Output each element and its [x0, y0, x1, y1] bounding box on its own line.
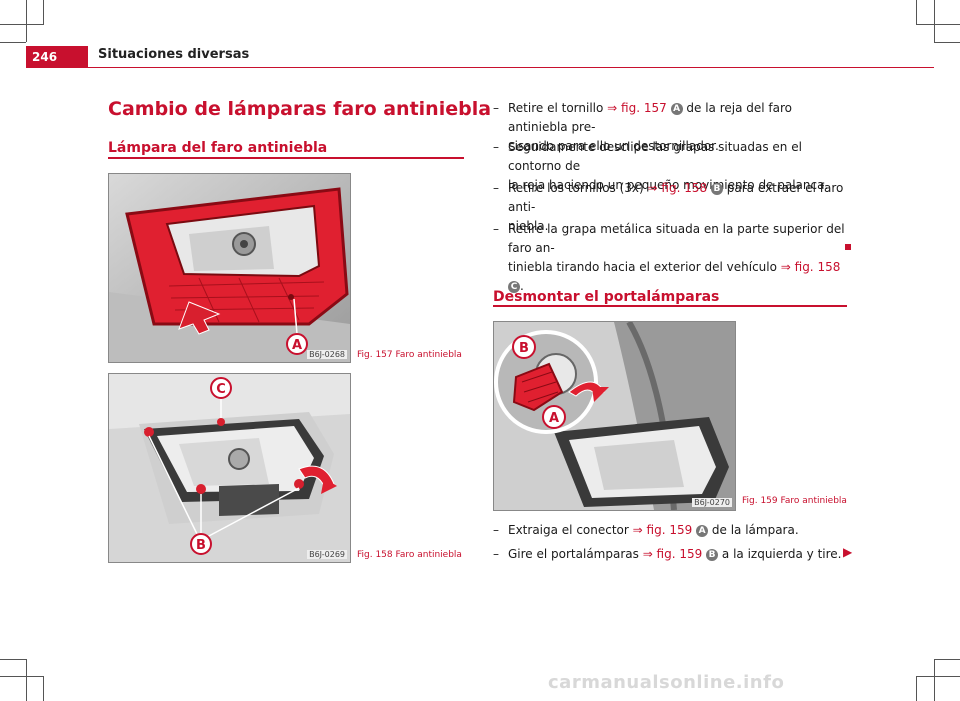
figure-157: A B6J-0268 [108, 173, 351, 363]
watermark: carmanualsonline.info [548, 672, 785, 693]
callout-label-b: B [519, 341, 529, 356]
crop-mark [26, 659, 27, 701]
fog-lamp-unit-illustration: C B [109, 374, 350, 562]
callout-badge: A [670, 103, 683, 115]
callout-badge: B [706, 549, 719, 561]
figure-link[interactable]: ⇒ fig. 158 [780, 260, 841, 274]
callout-badge: B [710, 183, 723, 195]
figure-159: B A B6J-0270 [493, 321, 736, 511]
callout-label-a: A [292, 338, 302, 353]
figure-link[interactable]: ⇒ fig. 159 [632, 523, 693, 537]
section-end-mark [845, 244, 851, 250]
callout-badge: A [696, 525, 709, 537]
header-rule [26, 67, 934, 68]
figure-158: C B B6J-0269 [108, 373, 351, 563]
section-title: Lámpara del faro antiniebla [108, 140, 328, 156]
figure-caption: Fig. 157 Faro antiniebla [357, 350, 462, 360]
crop-mark [934, 659, 935, 701]
figure-ref: B6J-0270 [692, 498, 732, 507]
section-title: Desmontar el portalámparas [493, 289, 720, 305]
figure-link[interactable]: ⇒ fig. 159 [642, 547, 703, 561]
instruction-step: – Extraiga el conector ⇒ fig. 159 A de l… [493, 523, 799, 537]
crop-mark [0, 676, 44, 677]
crop-mark [43, 676, 44, 701]
instruction-step: – Retire la grapa metálica situada en la… [493, 222, 845, 293]
crop-mark [916, 24, 960, 25]
page-title: Cambio de lámparas faro antiniebla [108, 98, 492, 120]
running-title: Situaciones diversas [98, 47, 250, 62]
crop-mark [43, 0, 44, 24]
crop-mark [0, 24, 44, 25]
figure-caption: Fig. 159 Faro antiniebla [742, 496, 847, 506]
callout-label-b: B [196, 538, 206, 553]
crop-mark [934, 0, 935, 42]
instruction-step: – Seguidamente desclipe las grapas situa… [493, 140, 829, 192]
crop-mark [0, 42, 26, 43]
crop-mark [916, 0, 917, 24]
crop-mark [916, 676, 917, 701]
crop-mark [0, 659, 26, 660]
instruction-step: – Retire los tornillos (3x) ⇒ fig. 158 B… [493, 181, 844, 233]
continue-arrow-icon: ▶ [843, 545, 853, 559]
page-number: 246 [26, 46, 88, 68]
figure-ref: B6J-0269 [307, 550, 347, 559]
figure-link[interactable]: ⇒ fig. 158 [647, 181, 708, 195]
crop-mark [934, 659, 960, 660]
figure-link[interactable]: ⇒ fig. 157 [607, 101, 667, 115]
callout-label-a: A [549, 411, 559, 426]
bulb-holder-illustration: B A [494, 322, 735, 510]
callout-badge: C [508, 281, 520, 293]
fog-lamp-grille-illustration: A [109, 174, 350, 362]
instruction-step: – Retire el tornillo ⇒ fig. 157 A de la … [493, 101, 792, 153]
crop-mark [26, 0, 27, 42]
section-rule [108, 157, 464, 159]
section-rule [493, 305, 847, 307]
figure-caption: Fig. 158 Faro antiniebla [357, 550, 462, 560]
crop-mark [916, 676, 960, 677]
callout-label-c: C [216, 382, 226, 397]
crop-mark [934, 42, 960, 43]
instruction-step: – Gire el portalámparas ⇒ fig. 159 B a l… [493, 547, 842, 561]
figure-ref: B6J-0268 [307, 350, 347, 359]
